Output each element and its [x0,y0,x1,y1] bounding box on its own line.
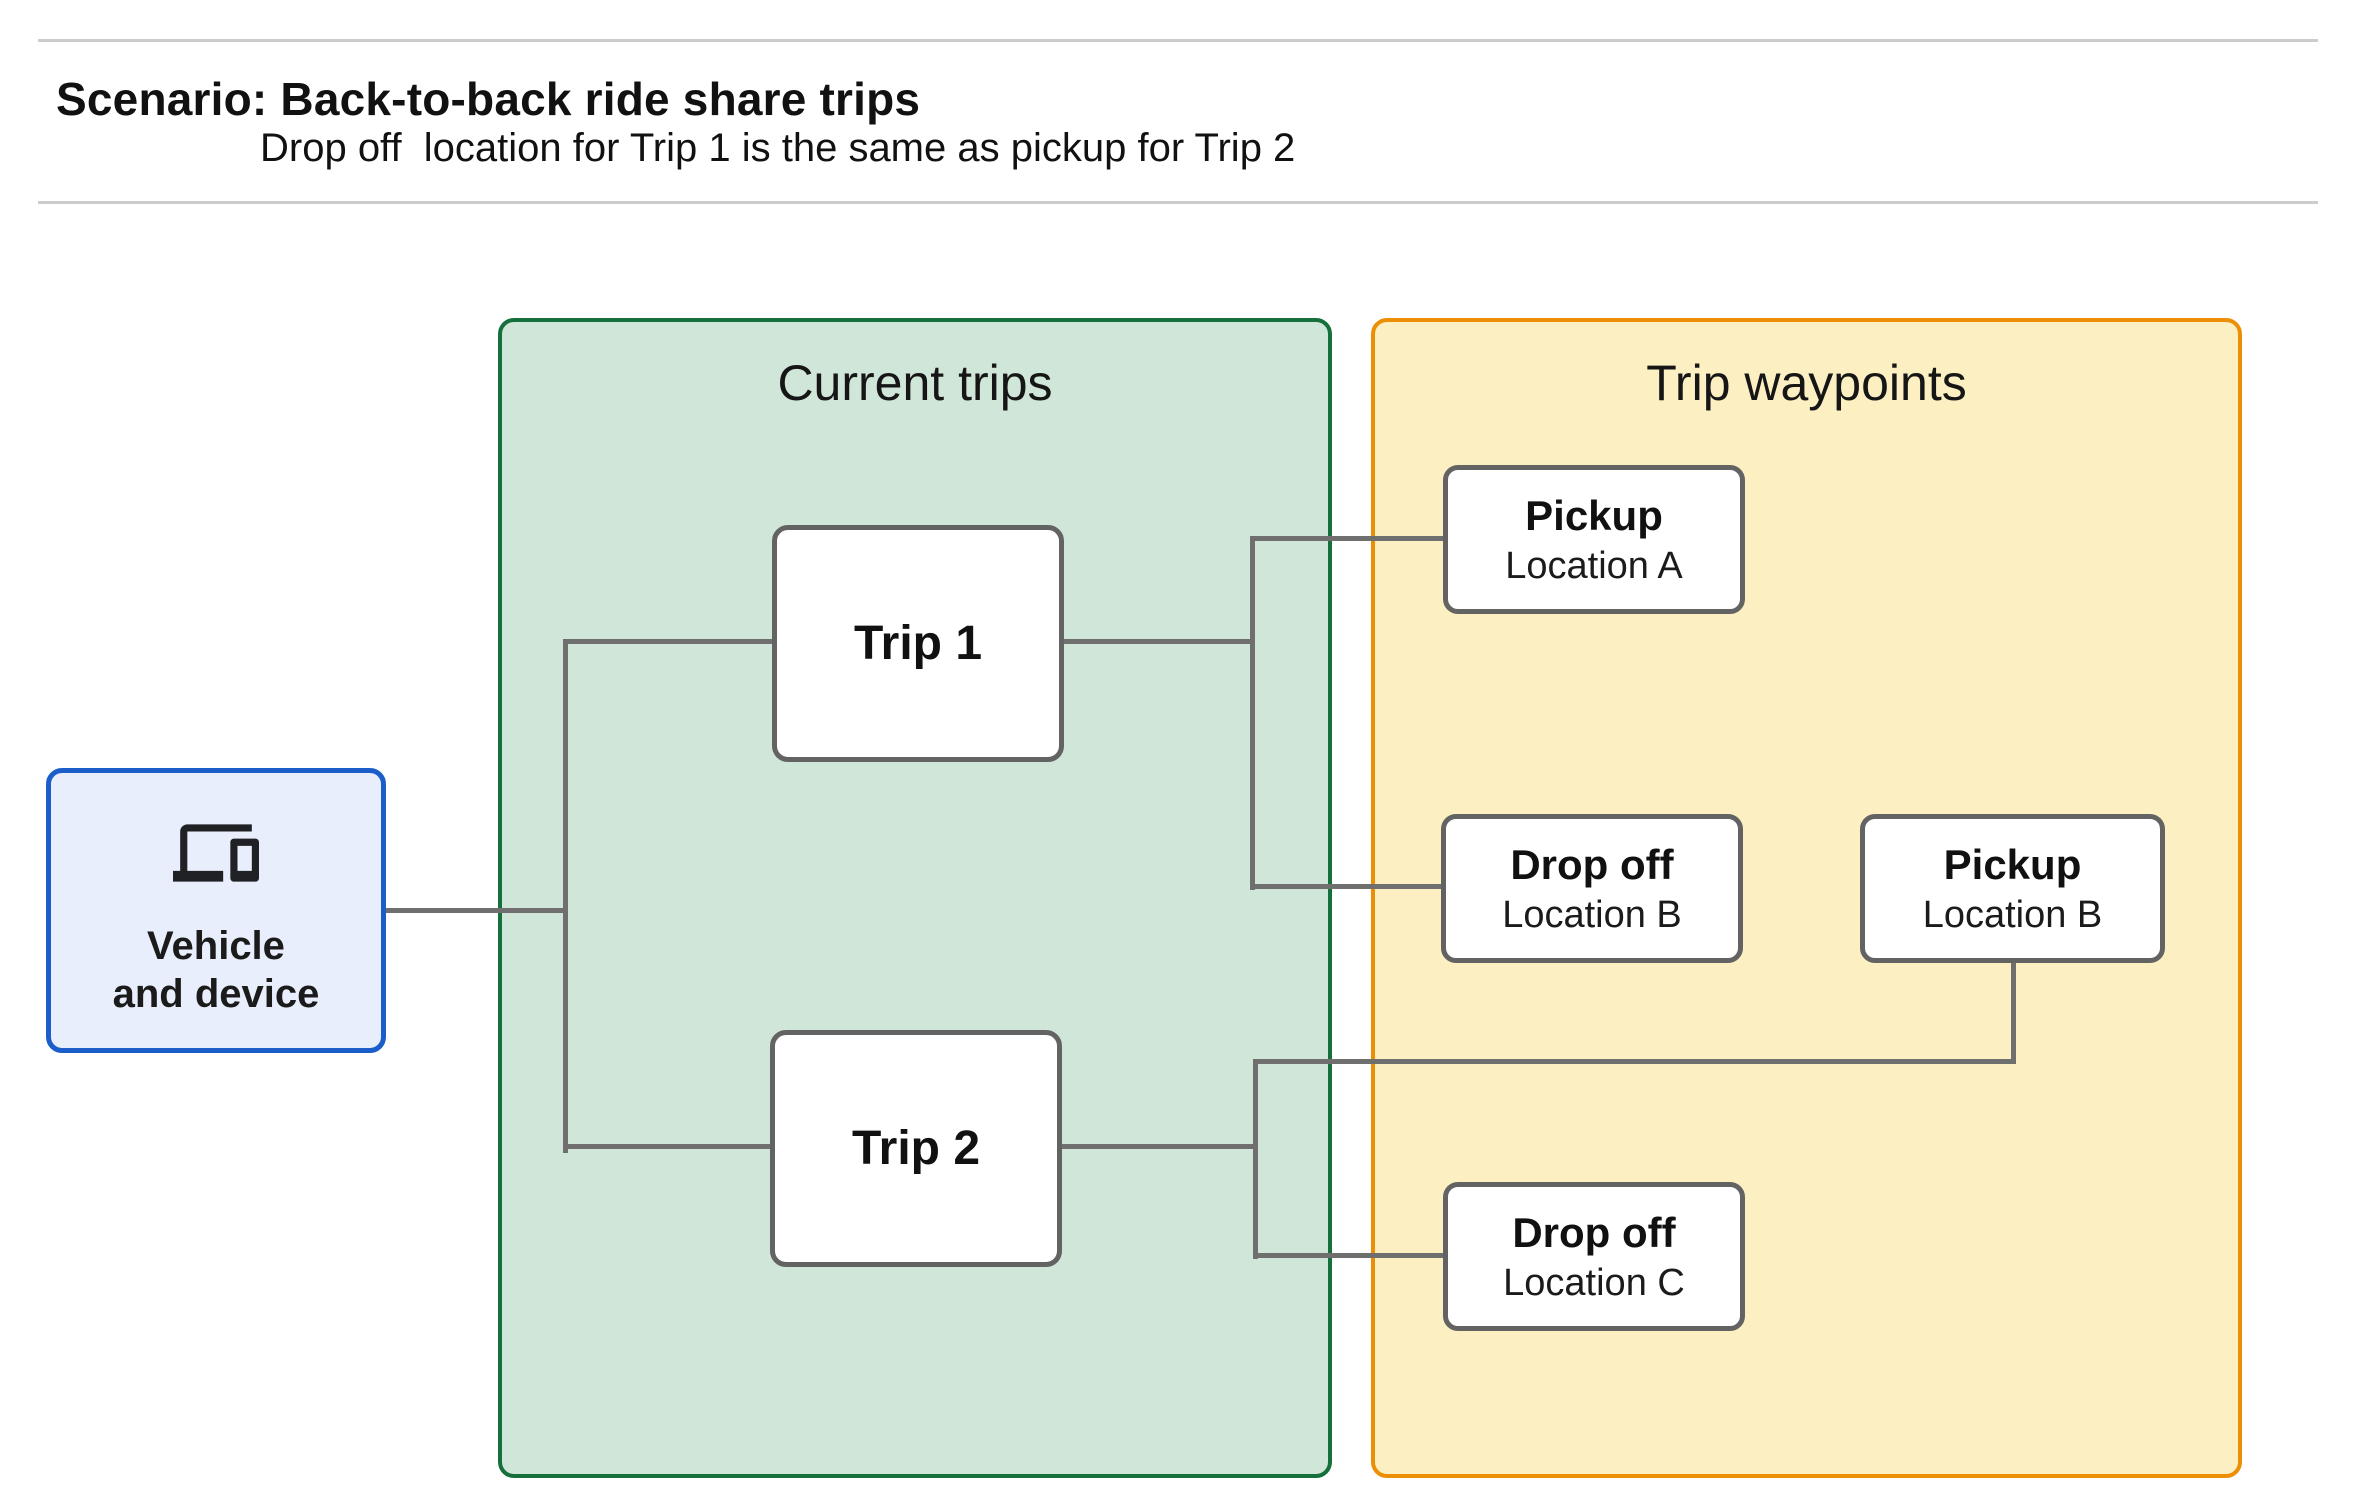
waypoint-location: Location A [1505,544,1683,587]
waypoint-dropoff-c-node: Drop off Location C [1443,1182,1745,1331]
vehicle-node-label: Vehicle and device [113,922,320,1018]
trip1-node: Trip 1 [772,525,1064,762]
trip-waypoints-title: Trip waypoints [1646,355,1967,411]
waypoint-location: Location B [1922,893,2103,936]
connector-left-trunk [563,639,568,1153]
waypoint-dropoff-b-node: Drop off Location B [1441,814,1743,963]
connector-pickup-b-drop [2011,961,2016,1064]
connector-to-trip2 [563,1144,770,1149]
waypoint-title: Pickup [1943,840,2082,888]
current-trips-title: Current trips [777,355,1053,411]
connector-to-dropoff-c [1253,1253,1443,1258]
waypoint-title: Drop off [1510,840,1674,888]
waypoint-title: Pickup [1525,491,1663,539]
vehicle-label-line2: and device [112,971,320,1016]
top-divider [38,39,2318,42]
waypoint-title: Drop off [1512,1208,1676,1256]
page-subtitle: Drop off location for Trip 1 is the same… [260,126,1296,170]
header-divider [38,201,2318,204]
devices-icon [173,823,259,882]
connector-to-pickup-a [1250,536,1443,541]
page-title: Scenario: Back-to-back ride share trips [56,73,921,125]
connector-vehicle-out [386,908,568,913]
waypoint-location: Location B [1502,893,1682,936]
current-trips-group: Current trips [498,318,1332,1478]
trip1-label: Trip 1 [853,617,983,670]
trip2-node: Trip 2 [770,1030,1062,1267]
connector-to-dropoff-b [1250,884,1441,889]
waypoint-location: Location C [1503,1261,1685,1304]
connector-trip2-trunk [1253,1059,1258,1259]
connector-trip1-out [1062,639,1255,644]
connector-trip2-out [1062,1144,1258,1149]
connector-to-trip1 [563,639,772,644]
vehicle-and-device-node: Vehicle and device [46,768,386,1053]
connector-to-pickup-b [1253,1059,2015,1064]
trip2-label: Trip 2 [851,1122,981,1175]
connector-trip1-trunk [1250,536,1255,890]
waypoint-pickup-a-node: Pickup Location A [1443,465,1745,614]
vehicle-label-line1: Vehicle [147,923,285,968]
waypoint-pickup-b-node: Pickup Location B [1860,814,2165,963]
